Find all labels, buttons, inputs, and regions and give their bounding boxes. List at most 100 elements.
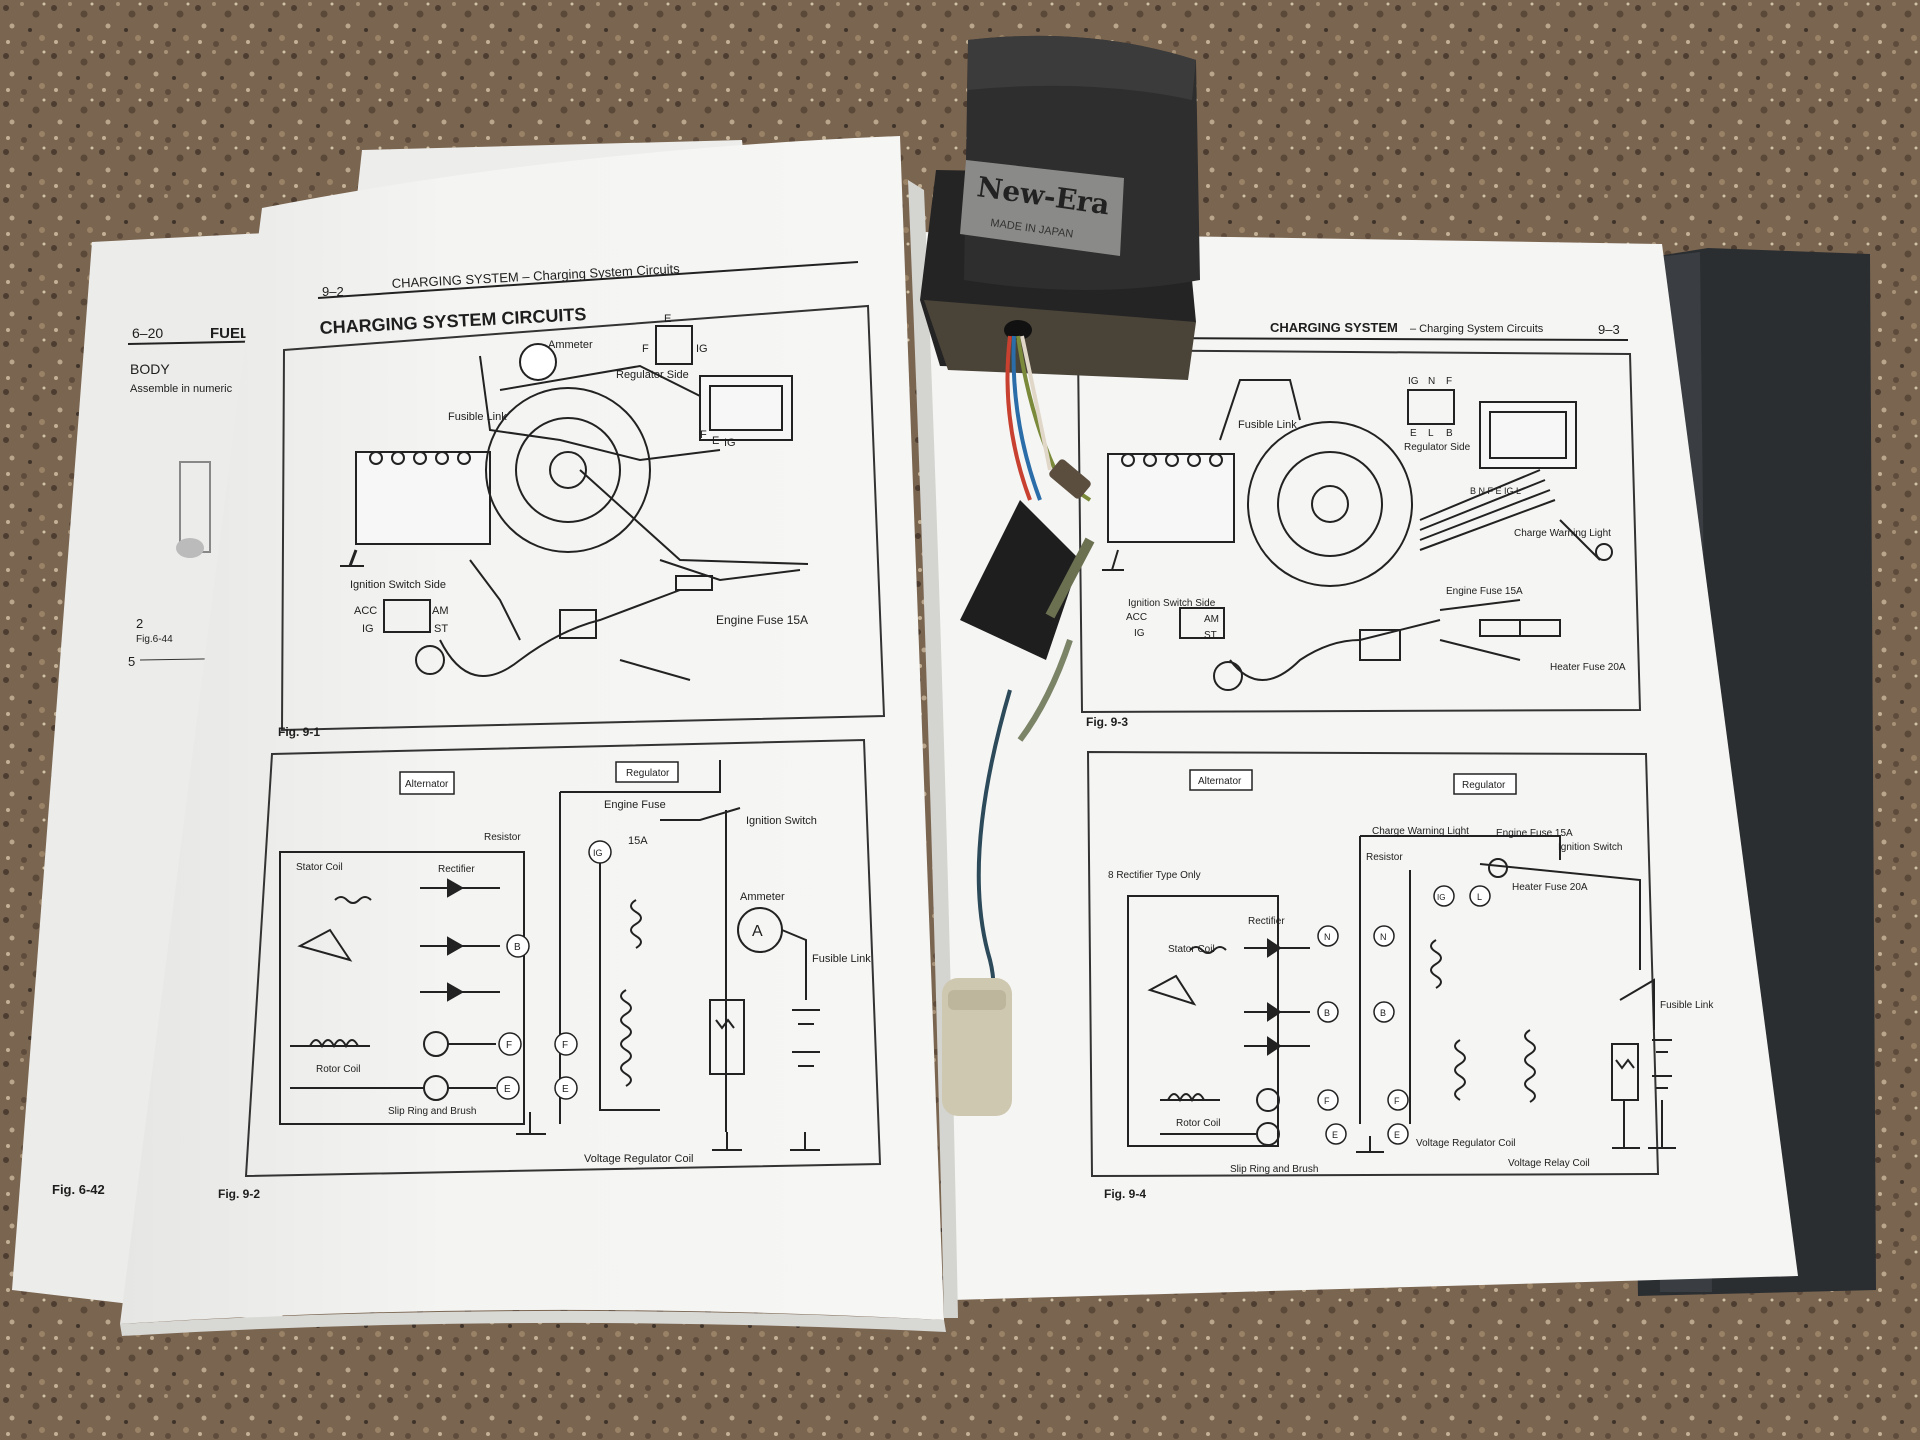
fig4-resistor: Resistor: [1366, 852, 1403, 863]
fig2-alternator-label: Alternator: [405, 779, 449, 790]
fig3-am: AM: [1204, 614, 1219, 625]
fig1-connector-f: F: [642, 343, 649, 355]
fig4-slip-ring: Slip Ring and Brush: [1230, 1164, 1318, 1175]
fig2-stator-coil: Stator Coil: [296, 862, 343, 873]
fig2-terminal-ig: IG: [593, 848, 603, 858]
fig4-terminal-n-alt: N: [1324, 932, 1331, 942]
fig2-regulator-label: Regulator: [626, 768, 670, 779]
fig3-connector-b: B: [1446, 428, 1453, 439]
fig4-fusible-link: Fusible Link: [1660, 1000, 1714, 1011]
fig2-resistor: Resistor: [484, 832, 521, 843]
figure-9-1-illustration: [340, 325, 809, 681]
fig3-ignition-switch-side: Ignition Switch Side: [1128, 598, 1216, 609]
fig3-regulator-side: Regulator Side: [1404, 442, 1471, 453]
fig1-st: ST: [434, 623, 448, 635]
fig4-terminal-b-alt: B: [1324, 1008, 1330, 1018]
fig2-terminal-e-alt: E: [504, 1084, 511, 1095]
voltage-regulator-part: New-Era MADE IN JAPAN: [920, 35, 1200, 380]
regulator-label-plate: [960, 160, 1124, 256]
fig3-engine-fuse: Engine Fuse 15A: [1446, 586, 1523, 597]
fig4-stator-coil: Stator Coil: [1168, 944, 1215, 955]
back-page-callout-2: 2: [136, 616, 143, 631]
fig4-terminal-f-reg: F: [1394, 1096, 1400, 1106]
fig2-rotor-coil: Rotor Coil: [316, 1064, 360, 1075]
fig3-connector-ig: IG: [1408, 376, 1419, 387]
fig3-connector-f: F: [1446, 376, 1452, 387]
back-page-note: Assemble in numeric: [130, 383, 233, 395]
fig3-heater-fuse: Heater Fuse 20A: [1550, 662, 1626, 673]
right-page-number: 9–3: [1598, 322, 1620, 337]
fig1-reg-f: F: [700, 429, 707, 441]
fig4-terminals: [1317, 885, 1491, 1145]
figure-9-3-frame: [1076, 348, 1642, 714]
back-page-number: 6–20: [132, 325, 163, 341]
fig4-terminal-f-alt: F: [1324, 1096, 1330, 1106]
fig1-reg-e: E: [712, 435, 719, 447]
fig3-regulator-pins: B N F E IG L: [1470, 486, 1521, 496]
fig1-connector-ig: IG: [696, 343, 708, 355]
fig1-regulator-side: Regulator Side: [616, 369, 689, 381]
fig1-ignition-switch-side: Ignition Switch Side: [350, 579, 446, 591]
fig4-voltage-regulator-coil: Voltage Regulator Coil: [1416, 1138, 1516, 1149]
fig4-rectifier: Rectifier: [1248, 916, 1285, 927]
fig4-regulator-label: Regulator: [1462, 780, 1506, 791]
fig4-terminal-e-reg: E: [1394, 1130, 1400, 1140]
left-manual-page: 9–2 CHARGING SYSTEM – Charging System Ci…: [120, 136, 946, 1336]
fig4-charge-warning-light: Charge Warning Light: [1372, 826, 1469, 837]
fig3-fusible-link: Fusible Link: [1238, 419, 1297, 431]
fig4-terminal-l: L: [1477, 892, 1482, 902]
figure-9-3-caption: Fig. 9-3: [1086, 715, 1128, 729]
figure-9-3-illustration: [1102, 379, 1613, 691]
fig2-terminals: [496, 840, 612, 1100]
fig4-terminal-e-alt: E: [1332, 1130, 1338, 1140]
right-running-head-bold: CHARGING SYSTEM: [1270, 320, 1398, 335]
fig3-connector-l: L: [1428, 428, 1434, 439]
capacitor-body: [942, 978, 1012, 1116]
fig1-reg-ig: IG: [724, 437, 736, 449]
fig1-acc: ACC: [354, 605, 377, 617]
fig1-fusible-link-label: Fusible Link: [448, 411, 507, 423]
fig2-terminal-f-reg: F: [562, 1040, 568, 1051]
right-manual-page: CHARGING SYSTEM – Charging System Circui…: [922, 232, 1798, 1300]
fig3-connector-n: N: [1428, 376, 1435, 387]
regulator-wire-harness: [942, 335, 1095, 1116]
fig2-voltage-regulator-coil: Voltage Regulator Coil: [584, 1153, 693, 1165]
fig4-terminal-ig: IG: [1437, 893, 1445, 902]
fig3-ig: IG: [1134, 628, 1145, 639]
wire-connector-plug: [960, 500, 1080, 660]
figure-9-4-schematic: [1127, 835, 1676, 1153]
fig4-terminal-b-reg: B: [1380, 1008, 1386, 1018]
fig2-rectifier: Rectifier: [438, 864, 475, 875]
back-page-callout-5: 5: [128, 654, 135, 669]
figure-9-2-caption: Fig. 9-2: [218, 1187, 260, 1201]
figure-9-1-frame: [280, 304, 886, 732]
fig4-voltage-relay-coil: Voltage Relay Coil: [1508, 1158, 1590, 1169]
fig2-terminal-b: B: [514, 942, 521, 953]
fig2-terminal-f-alt: F: [506, 1040, 512, 1051]
fig4-alternator-label: Alternator: [1198, 776, 1242, 787]
fig1-ammeter-label: Ammeter: [548, 339, 593, 351]
fig2-slip-ring: Slip Ring and Brush: [388, 1106, 476, 1117]
fig3-acc: ACC: [1126, 612, 1147, 623]
fig3-st: ST: [1204, 630, 1217, 641]
fig3-charge-warning-light: Charge Warning Light: [1514, 528, 1611, 539]
fig1-engine-fuse: Engine Fuse 15A: [716, 613, 808, 627]
fig1-am: AM: [432, 605, 449, 617]
fig2-engine-fuse: Engine Fuse: [604, 799, 666, 811]
fig4-rectifier-note: 8 Rectifier Type Only: [1108, 870, 1201, 881]
fig4-terminal-n-reg: N: [1380, 932, 1387, 942]
fig4-rotor-coil: Rotor Coil: [1176, 1118, 1220, 1129]
fig2-fusible-link: Fusible Link: [812, 953, 871, 965]
back-page-header: FUEL: [210, 325, 249, 342]
figure-9-2-schematic: [279, 760, 820, 1151]
back-page-section: BODY: [130, 361, 170, 377]
fig4-engine-fuse: Engine Fuse 15A: [1496, 828, 1573, 839]
fig3-connector-e: E: [1410, 428, 1417, 439]
figure-9-4-caption: Fig. 9-4: [1104, 1187, 1146, 1201]
fig4-ignition-switch: Ignition Switch: [1558, 842, 1622, 853]
figure-9-1-caption: Fig. 9-1: [278, 725, 320, 739]
back-page-figure-44: Fig.6-44: [136, 634, 173, 645]
fig1-connector-e: E: [664, 313, 671, 325]
fig2-ammeter: Ammeter: [740, 891, 785, 903]
